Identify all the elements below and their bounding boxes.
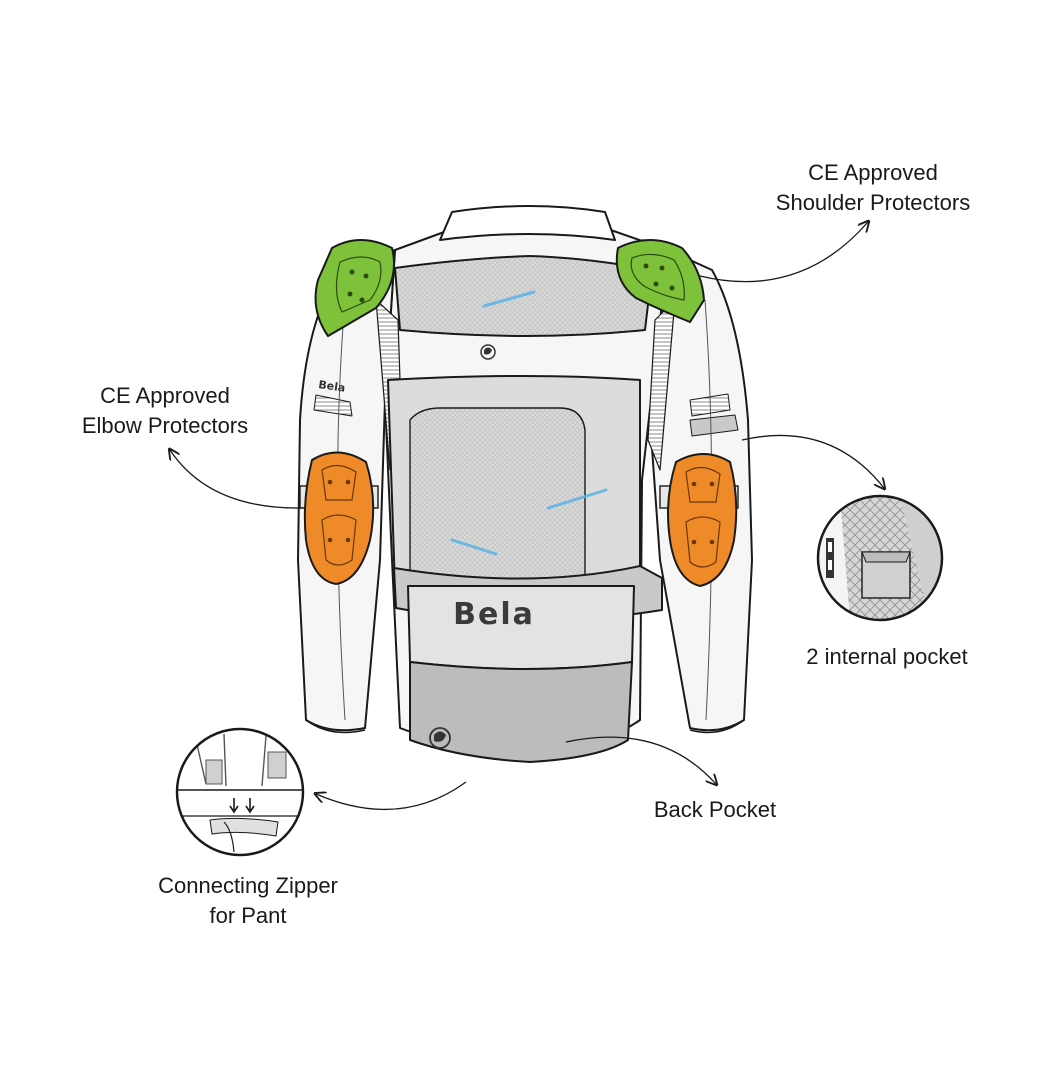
leader-internal-pocket bbox=[741, 434, 884, 488]
elbow-protector-callout: CE Approved Elbow Protectors bbox=[60, 381, 270, 441]
left-elbow-protector bbox=[299, 451, 379, 586]
leader-back-pocket bbox=[565, 736, 716, 784]
back-pocket-callout: Back Pocket bbox=[640, 795, 790, 825]
bela-lion-logo-icon bbox=[480, 344, 496, 360]
shoulder-callout-line1: CE Approved bbox=[808, 160, 938, 185]
leader-elbow bbox=[170, 450, 305, 509]
airflow-arrow-icon bbox=[450, 290, 608, 556]
sleeve-logo: Bela bbox=[318, 378, 347, 395]
zipper-callout: Connecting Zipper for Pant bbox=[128, 871, 368, 931]
zipper-callout-line1: Connecting Zipper bbox=[158, 873, 338, 898]
callout-leaders bbox=[170, 222, 884, 810]
zipper-callout-line2: for Pant bbox=[209, 903, 287, 928]
brand-logo: Bela bbox=[453, 597, 535, 632]
left-shoulder-protector bbox=[314, 239, 395, 338]
jacket-collar bbox=[439, 205, 616, 241]
elbow-callout-line1: CE Approved bbox=[100, 383, 230, 408]
back-pocket bbox=[409, 661, 633, 763]
right-side-stripe-panel bbox=[647, 299, 676, 471]
right-shoulder-protector bbox=[615, 239, 706, 324]
internal-pocket-detail bbox=[816, 494, 944, 622]
leader-shoulder bbox=[699, 222, 868, 283]
zipper-detail bbox=[175, 727, 305, 857]
internal-pocket-callout-line1: 2 internal pocket bbox=[806, 644, 968, 669]
shoulder-callout-line2: Shoulder Protectors bbox=[775, 190, 971, 215]
bela-lion-logo-icon bbox=[429, 727, 451, 749]
leader-zipper bbox=[316, 781, 467, 810]
back-pocket-callout-line1: Back Pocket bbox=[653, 797, 777, 822]
internal-pocket-callout: 2 internal pocket bbox=[792, 642, 982, 672]
elbow-callout-line2: Elbow Protectors bbox=[81, 413, 249, 438]
shoulder-protector-callout: CE Approved Shoulder Protectors bbox=[758, 158, 988, 218]
back-mesh-inner bbox=[409, 407, 586, 586]
right-elbow-protector bbox=[659, 453, 739, 588]
